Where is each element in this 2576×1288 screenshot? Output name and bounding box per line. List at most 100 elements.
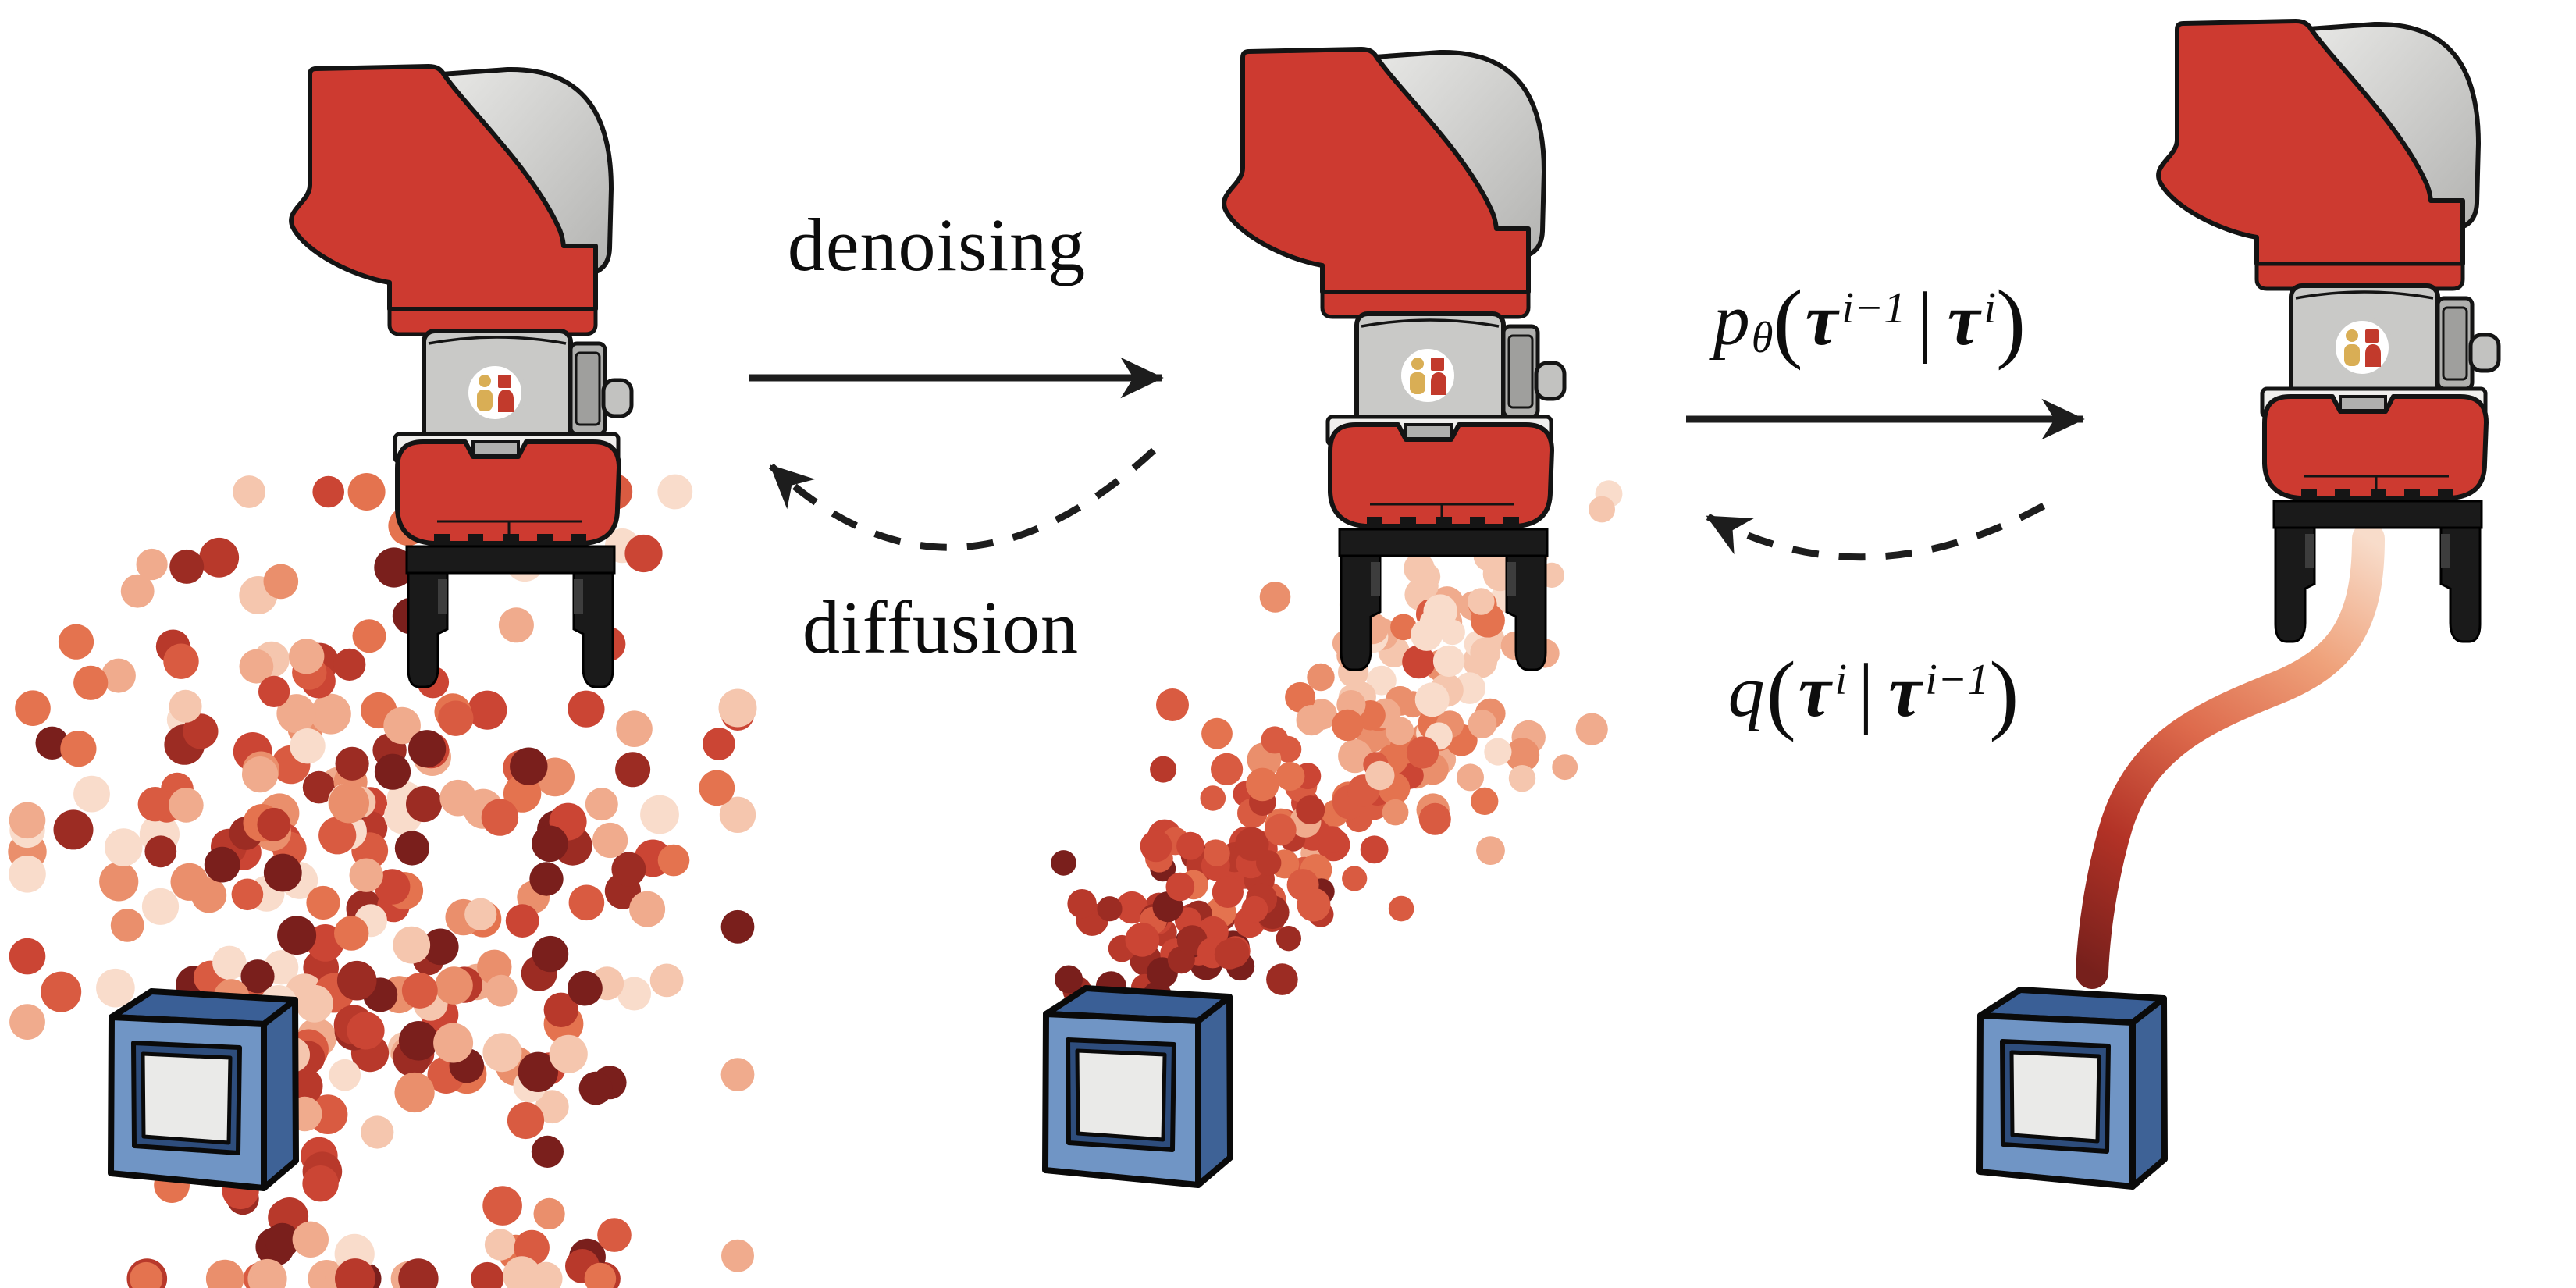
noise-dot [533, 1197, 565, 1229]
noise-dot [130, 1261, 163, 1288]
noise-dot [532, 935, 569, 973]
stream-dot [1264, 813, 1297, 846]
noise-dot [263, 564, 299, 600]
noise-dot [393, 926, 431, 964]
denoising-step-formula: pθ(τi−1|τi) [1713, 272, 2026, 371]
stream-dot [1256, 850, 1282, 876]
noise-dot [406, 785, 443, 823]
noise-dot [53, 809, 94, 850]
noise-dot [233, 475, 265, 508]
noise-dot [137, 786, 173, 822]
noise-dot [374, 547, 415, 588]
noise-dot [616, 710, 653, 747]
tau-symbol: τ [1947, 279, 1980, 361]
noise-dot [41, 971, 82, 1012]
noise-dot [721, 1239, 754, 1272]
stream-dot [1505, 738, 1540, 772]
noise-dot [568, 690, 605, 728]
noise-dot [9, 802, 46, 839]
stream-dot [1332, 709, 1364, 742]
noise-dot [394, 1072, 435, 1113]
stream-dot [1165, 872, 1195, 902]
stream-dot [1051, 850, 1076, 876]
noise-dot [439, 779, 476, 817]
partial-denoised-scatter-layer [1051, 432, 1623, 1070]
stream-dot [1266, 963, 1298, 995]
stream-dot [1432, 645, 1465, 678]
formula-function: q [1727, 650, 1765, 732]
noise-dot [720, 909, 755, 944]
arrows-layer [749, 357, 2085, 561]
noise-dot [484, 1229, 517, 1261]
noise-dot [170, 863, 208, 901]
noise-dot [617, 977, 651, 1011]
noise-dot [231, 878, 264, 911]
stream-dot [1259, 582, 1291, 613]
noise-dot [329, 1059, 361, 1091]
noise-dot [251, 1262, 285, 1288]
stream-dot [1342, 866, 1368, 891]
stream-dot [1471, 787, 1499, 815]
stream-dot [1423, 594, 1457, 628]
formula-function: p [1713, 279, 1750, 361]
stream-dot [1365, 760, 1395, 791]
stream-dot [1055, 965, 1083, 994]
stream-dot [1382, 799, 1409, 826]
noise-dot [306, 885, 340, 920]
noise-dot [204, 846, 240, 883]
tau-symbol: τ [1798, 650, 1831, 732]
noise-dot [329, 782, 369, 824]
stream-dot [1276, 926, 1302, 952]
stream-dot [1296, 705, 1327, 736]
noise-dot [703, 728, 735, 760]
noise-dot [640, 795, 679, 834]
noise-dot [212, 945, 247, 980]
noise-dot [394, 831, 429, 866]
noise-dot [335, 1258, 375, 1288]
stream-dot [1276, 762, 1305, 791]
target-cube-right [1980, 990, 2165, 1187]
noise-dot [318, 817, 357, 855]
noise-dot [518, 1051, 558, 1093]
noise-dot [199, 537, 240, 578]
noise-dot [183, 713, 219, 749]
stream-dot [1285, 681, 1316, 713]
noise-dot [374, 869, 411, 905]
noise-dot [290, 728, 326, 764]
robots-layer [291, 21, 2499, 687]
stream-dot [1589, 496, 1615, 523]
stream-dot [1140, 830, 1172, 863]
noise-dot [163, 643, 199, 679]
noise-dot [169, 788, 204, 823]
stream-outlier-dot [1156, 688, 1189, 721]
noise-dot [289, 639, 325, 674]
noise-dot [276, 694, 316, 734]
stream-dot [1414, 682, 1450, 717]
noise-dot [615, 752, 651, 788]
noise-dot [277, 916, 317, 955]
noise-dot [60, 731, 97, 767]
stream-dot [1125, 922, 1160, 957]
stream-dot [1406, 736, 1439, 769]
noise-dot [312, 475, 345, 508]
diffusion-step-formula: q(τi|τi−1) [1727, 643, 2019, 742]
stream-dot [1402, 645, 1436, 679]
noise-dot [336, 960, 377, 1001]
stream-dot [1067, 889, 1097, 919]
noise-dot [120, 574, 155, 608]
noise-dot [482, 1186, 522, 1226]
stream-dot [1200, 785, 1226, 811]
noise-dot [629, 891, 666, 927]
noise-dot [169, 689, 202, 723]
noise-dot [438, 700, 474, 736]
noise-dot [169, 549, 205, 584]
noise-dot [468, 690, 507, 730]
stream-dot [1552, 754, 1578, 781]
tau-symbol: τ [1888, 650, 1922, 732]
noise-dot [584, 1262, 617, 1288]
noise-dot [263, 853, 302, 892]
stream-dot [1470, 637, 1501, 668]
noise-dot [302, 770, 336, 804]
noise-dot [482, 1033, 522, 1073]
